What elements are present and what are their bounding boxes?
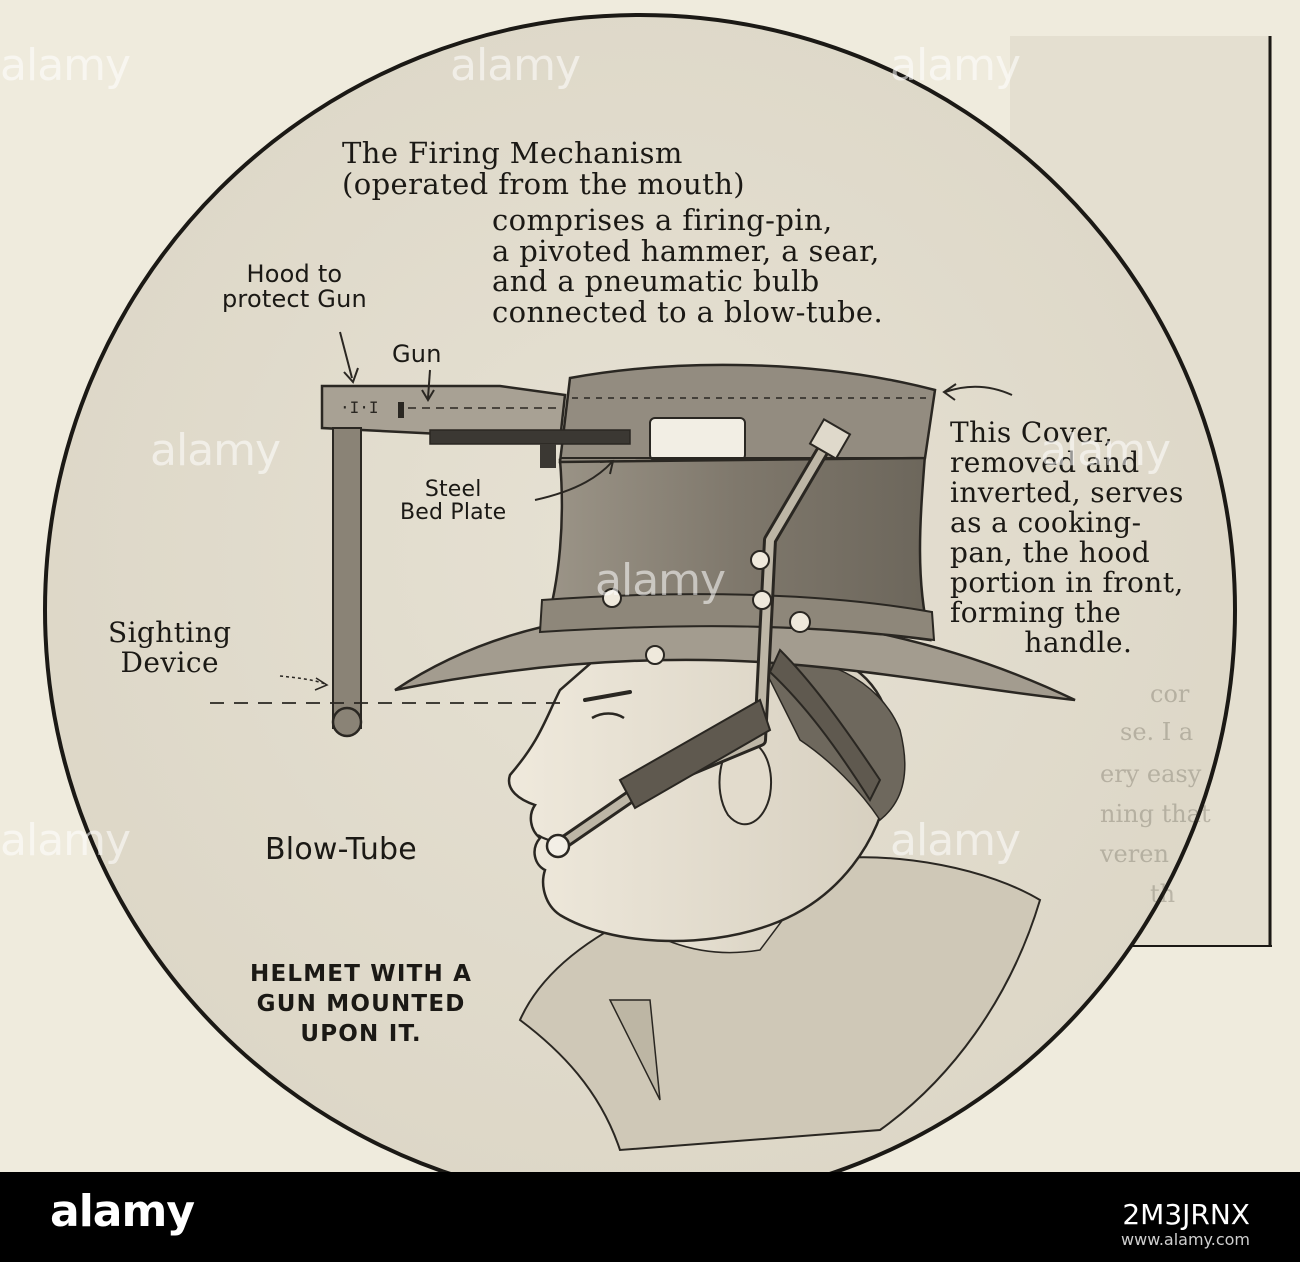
firing-mechanism-detail: comprises a firing-pin, a pivoted hammer…	[492, 205, 883, 328]
alamy-logo: alamy	[50, 1186, 194, 1237]
hat-cover	[560, 365, 935, 462]
watermark-footer: alamy 2M3JRNX www.alamy.com	[0, 1172, 1300, 1262]
pneumatic-bulb	[650, 418, 745, 460]
mouthpiece	[547, 835, 569, 857]
caption: HELMET WITH A GUN MOUNTED UPON IT.	[250, 960, 472, 1050]
blow-tube-label: Blow-Tube	[265, 834, 417, 866]
sighting-rod	[333, 428, 361, 728]
svg-text:·I·I: ·I·I	[340, 398, 379, 417]
ghost-text: cor	[1150, 680, 1189, 708]
footer-url: www.alamy.com	[1121, 1230, 1250, 1249]
hood-label: Hood to protect Gun	[222, 262, 367, 313]
image-id: 2M3JRNX	[1122, 1198, 1250, 1231]
firing-mechanism-label: The Firing Mechanism (operated from the …	[342, 138, 745, 199]
bed-plate	[430, 430, 630, 444]
sight-ring	[333, 708, 361, 736]
gun-label: Gun	[392, 342, 442, 367]
sighting-device-label: Sighting Device	[108, 618, 231, 677]
watermark-text: alamy	[0, 40, 130, 91]
bed-plate-label: Steel Bed Plate	[400, 478, 506, 525]
